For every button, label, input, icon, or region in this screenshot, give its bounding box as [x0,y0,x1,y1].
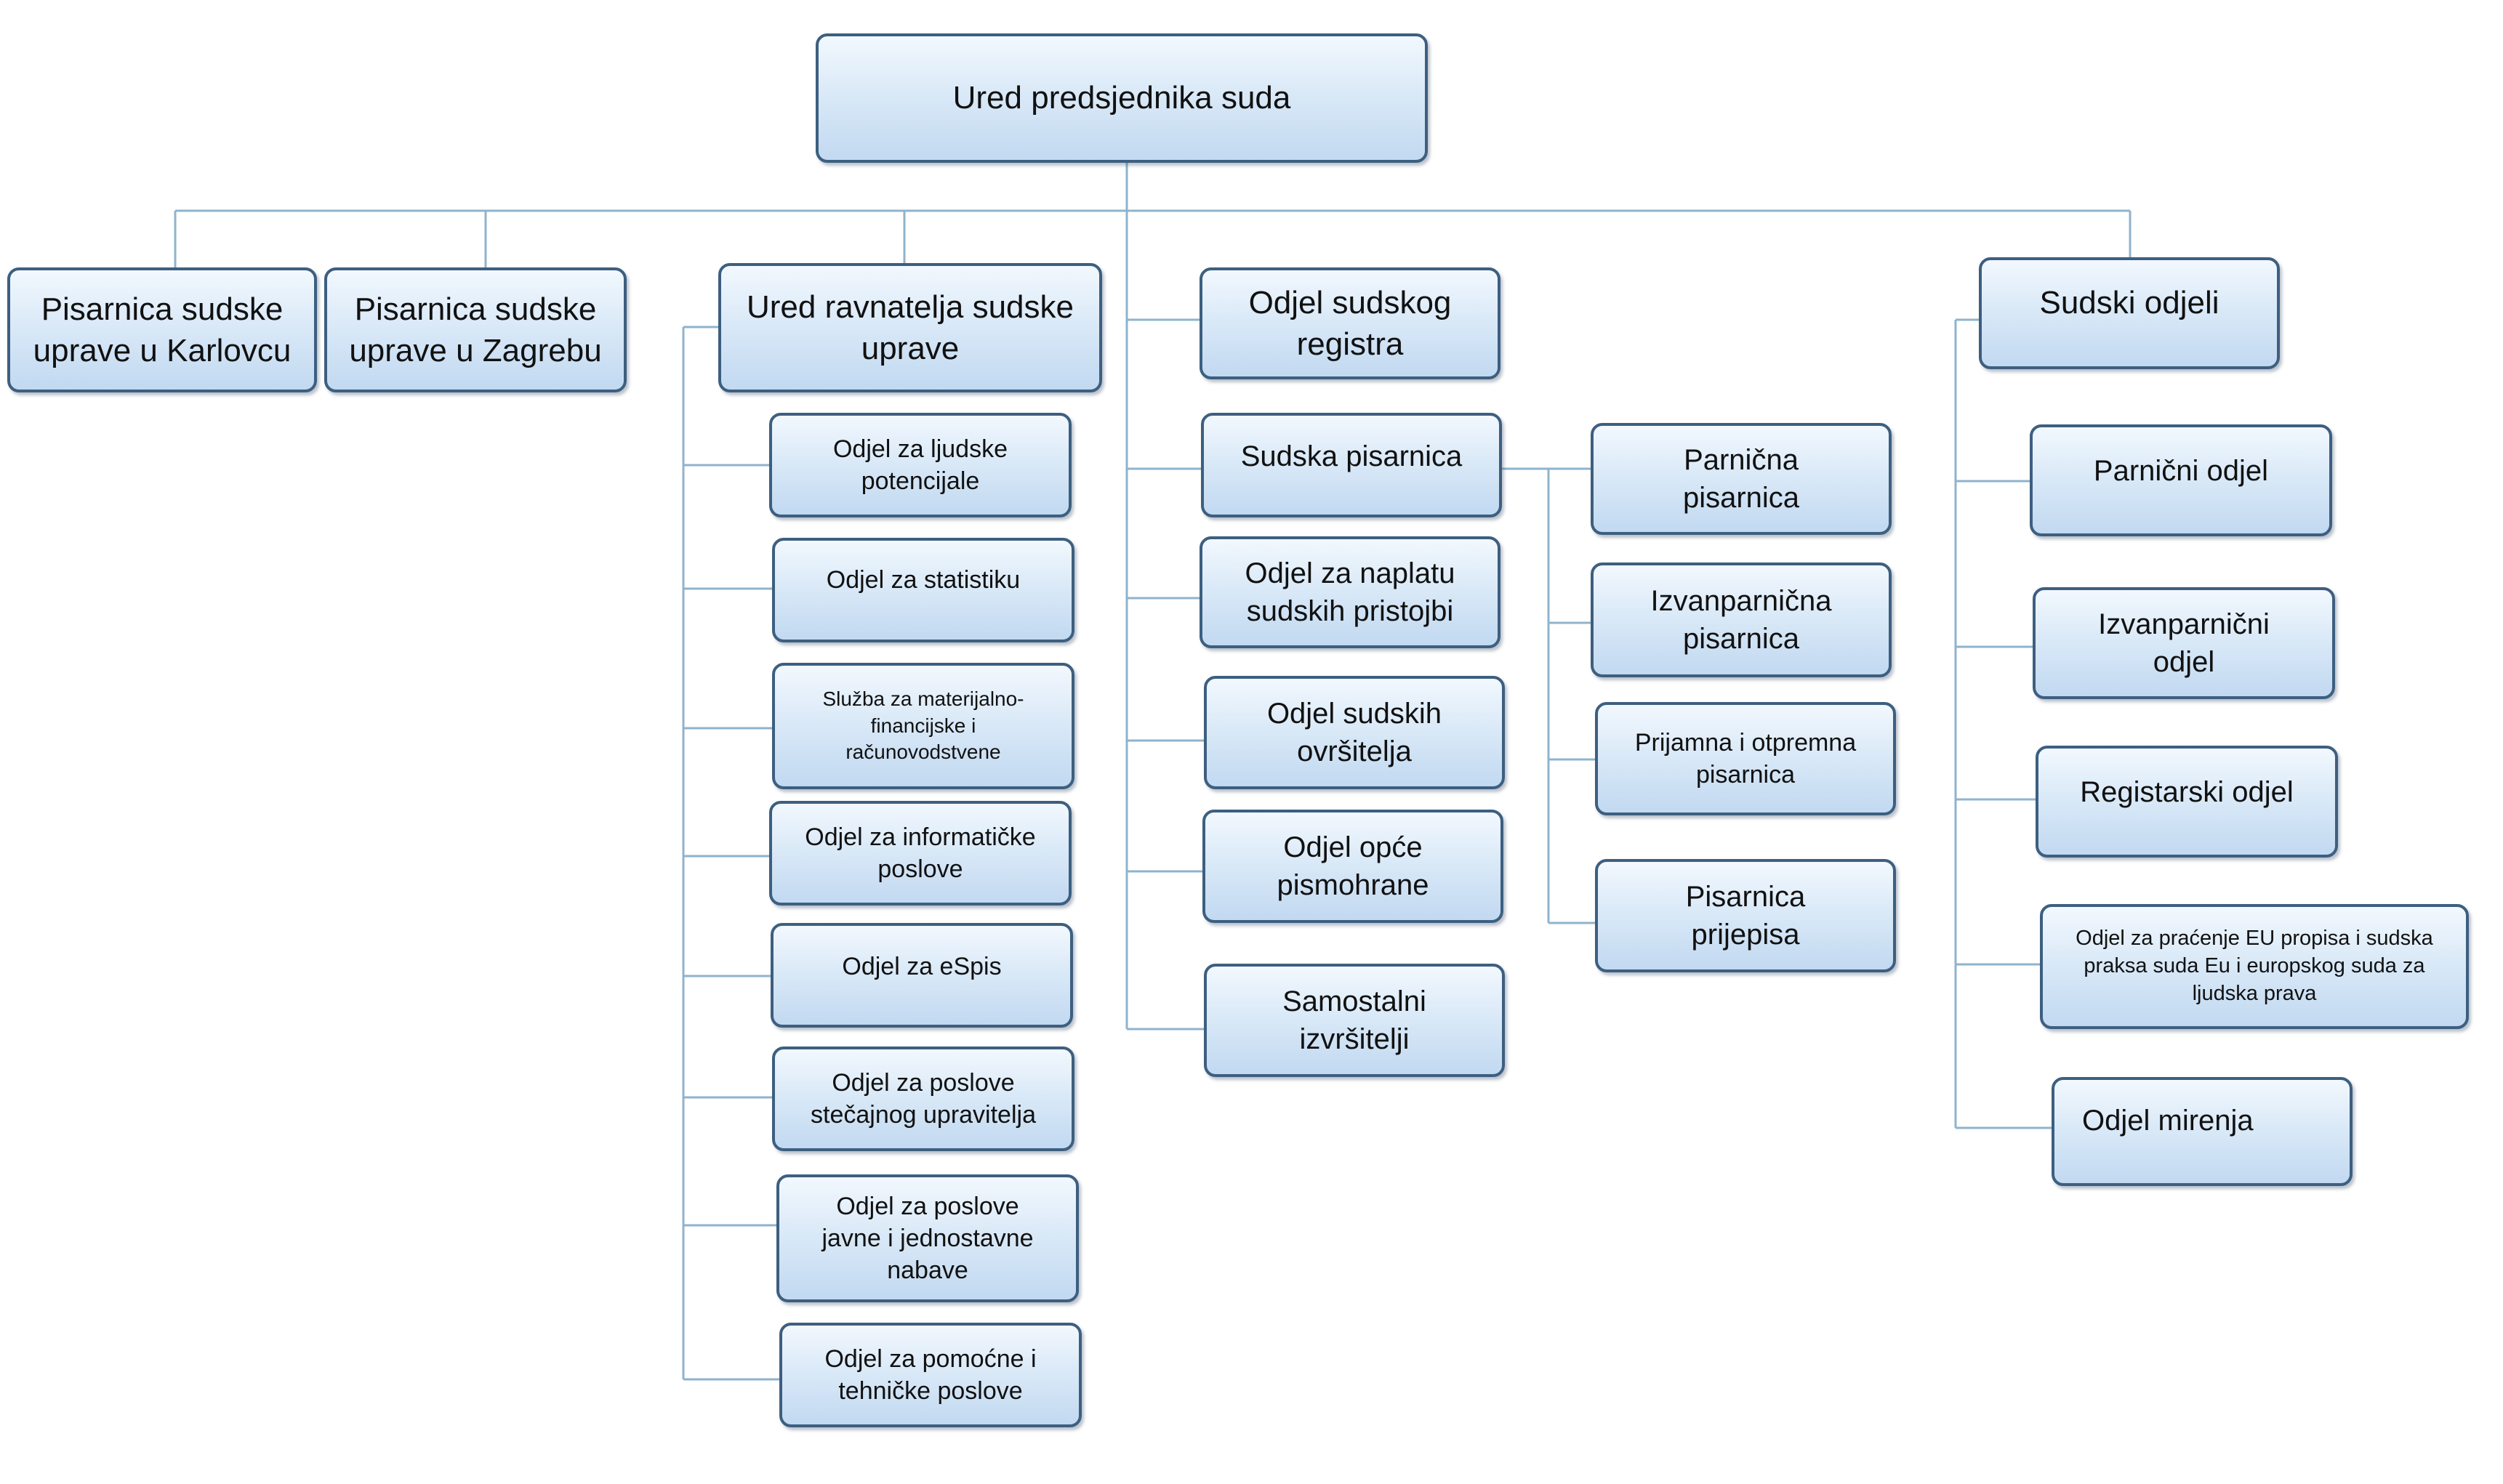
box-label: Odjel sudskog registra [1248,284,1452,362]
box-label: Ured ravnatelja sudske uprave [746,289,1074,366]
box-label: Odjel za ljudske potencijale [832,435,1008,495]
box-label: Prijamna i otpremna pisarnica [1634,728,1857,789]
box-odjel-sudskog-registra: Odjel sudskog registra [1200,267,1500,379]
box-label: Služba za materijalno-financijske i raču… [822,687,1024,764]
box-pisarnica-zagreb: Pisarnica sudske uprave u Zagrebu [324,267,627,392]
box-label: Parnična pisarnica [1682,444,1800,514]
box-label: Izvanparnična pisarnica [1650,585,1832,655]
box-odjel-pomocne-tehnicke: Odjel za pomoćne i tehničke poslove [779,1323,1082,1427]
box-ured-predsjednika-suda: Ured predsjednika suda [816,33,1428,163]
box-odjel-statistiku: Odjel za statistiku [772,538,1074,642]
box-odjel-stecajnog-upravitelja: Odjel za poslove stečajnog upravitelja [772,1047,1074,1151]
box-parnicna-pisarnica: Parnična pisarnica [1591,423,1892,535]
box-odjel-informaticke-poslove: Odjel za informatičke poslove [769,801,1072,906]
box-samostalni-izvrsitelji: Samostalni izvršitelji [1204,964,1505,1077]
box-label: Sudska pisarnica [1240,440,1463,472]
box-odjel-espis: Odjel za eSpis [771,923,1073,1028]
box-label: Odjel za naplatu sudskih pristojbi [1245,557,1455,627]
box-label: Samostalni izvršitelji [1282,985,1426,1055]
box-label: Odjel za informatičke poslove [805,823,1036,883]
box-label: Pisarnica prijepisa [1685,881,1806,951]
box-izvanparnicni-odjel: Izvanparnični odjel [2033,587,2335,699]
box-odjel-javne-nabave: Odjel za poslove javne i jednostavne nab… [776,1174,1079,1302]
box-odjel-naplatu-pristojbi: Odjel za naplatu sudskih pristojbi [1200,536,1500,648]
box-label: Odjel sudskih ovršitelja [1266,698,1442,767]
box-label: Odjel za eSpis [842,953,1002,980]
box-label: Sudski odjeli [2039,285,2219,320]
box-izvanparnicna-pisarnica: Izvanparnična pisarnica [1591,562,1892,677]
box-odjel-pracenje-eu-propisa: Odjel za praćenje EU propisa i sudska pr… [2040,904,2469,1029]
box-label: Registarski odjel [2080,776,2294,808]
box-label: Pisarnica sudske uprave u Karlovcu [33,291,292,368]
box-label: Odjel za poslove stečajnog upravitelja [811,1068,1036,1129]
box-label: Odjel mirenja [2082,1105,2254,1137]
box-label: Izvanparnični odjel [2098,608,2270,678]
box-sudska-pisarnica: Sudska pisarnica [1201,413,1502,517]
box-sluzba-materijalno-financijske: Služba za materijalno-financijske i raču… [772,663,1074,789]
box-label: Ured predsjednika suda [952,80,1291,116]
box-label: Odjel za praćenje EU propisa i sudska pr… [2076,927,2433,1005]
box-label: Odjel za statistiku [826,566,1021,594]
box-label: Pisarnica sudske uprave u Zagrebu [349,291,602,368]
box-odjel-sudskih-ovrsitelja: Odjel sudskih ovršitelja [1204,676,1505,789]
box-prijamna-otpremna-pisarnica: Prijamna i otpremna pisarnica [1595,702,1896,815]
box-label: Odjel opće pismohrane [1277,831,1429,901]
box-odjel-mirenja: Odjel mirenja [2052,1077,2353,1186]
box-pisarnica-prijepisa: Pisarnica prijepisa [1595,859,1896,972]
box-sudski-odjeli: Sudski odjeli [1979,257,2280,369]
box-label: Parnični odjel [2093,455,2269,487]
box-pisarnica-karlovac: Pisarnica sudske uprave u Karlovcu [7,267,317,392]
box-label: Odjel za poslove javne i jednostavne nab… [821,1192,1034,1285]
box-label: Odjel za pomoćne i tehničke poslove [824,1344,1037,1405]
box-odjel-opce-pismohrane: Odjel opće pismohrane [1202,810,1503,923]
box-ured-ravnatelja: Ured ravnatelja sudske uprave [718,263,1102,392]
box-odjel-ljudske-potencijale: Odjel za ljudske potencijale [769,413,1072,517]
box-parnicni-odjel: Parnični odjel [2030,424,2332,536]
box-registarski-odjel: Registarski odjel [2036,746,2338,858]
